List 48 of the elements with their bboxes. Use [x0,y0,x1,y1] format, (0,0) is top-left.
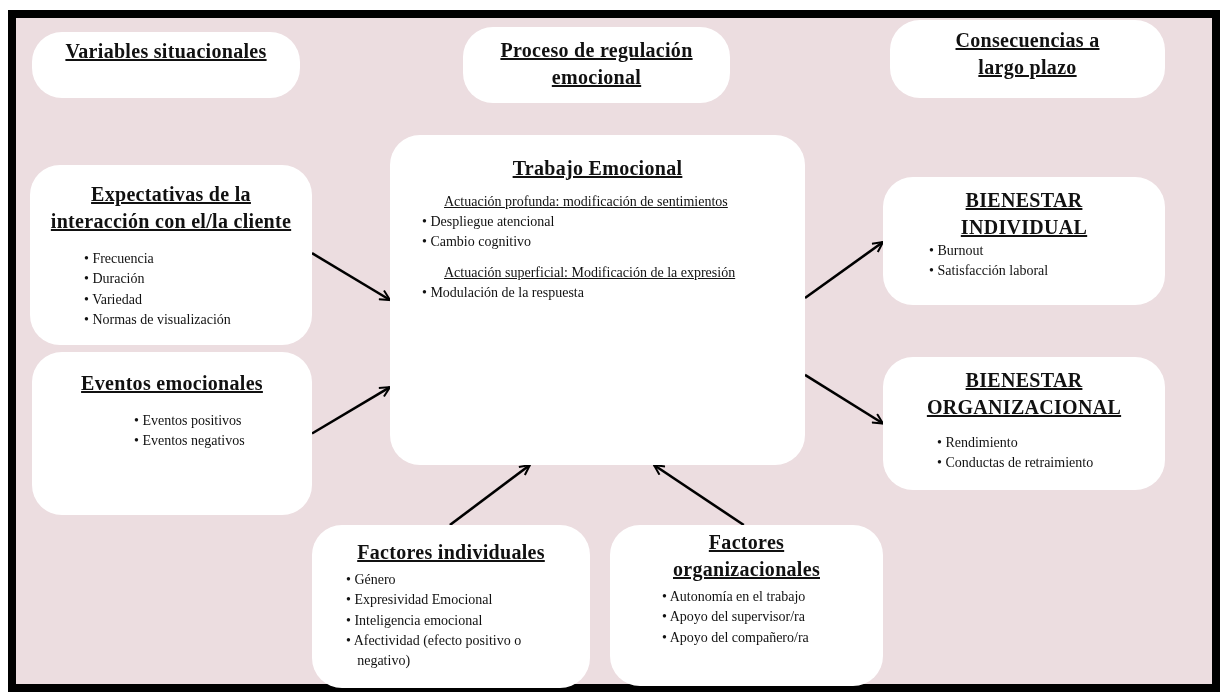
bullet-item: • Modulación de la respuesta [422,283,585,302]
rounded-box [890,20,1165,98]
bullet-item: • Género [346,571,397,589]
arrow [804,240,884,300]
rounded-box [883,357,1165,490]
arrow [311,386,391,435]
box-heading: Consecuencias a largo plazo [954,28,1101,81]
bullet-item: • Despliegue atencional [422,213,556,231]
rounded-box [312,525,590,688]
bullet-item: • Apoyo del compañero/ra [662,628,810,647]
rounded-box [30,165,312,345]
bullet-item: • Frecuencia [84,250,155,268]
box-heading: BIENESTAR ORGANIZACIONAL [925,368,1123,420]
bullet-item: • Duración [84,270,146,289]
box-heading: Factores individuales [356,540,546,565]
bullet-item: • Conductas de retraimiento [937,454,1095,473]
arrow [449,463,531,527]
rounded-box [883,177,1165,305]
bullet-item: • Normas de visualización [84,310,232,329]
rounded-box [610,525,883,686]
bullet-item: • Autonomía en el trabajo [662,588,807,606]
box-heading: Variables situacionales [64,39,268,64]
bullet-item: • Afectividad (efecto positivo o negativo) [346,631,523,671]
box-heading: Expectativas de la interacción con el/la cliente [49,182,293,234]
box-heading: Proceso de regulación emocional [499,38,694,90]
rounded-box [463,27,730,103]
bullet-item: • Apoyo del supervisor/ra [662,608,806,627]
box-heading: Eventos emocionales [80,371,264,396]
bullet-item: • Eventos negativos [134,432,246,451]
bullet-item: • Rendimiento [937,434,1019,452]
rounded-box [32,32,300,98]
subheading: Actuación profunda: modificación de sentimientos [444,194,729,210]
bullet-item: • Cambio cognitivo [422,233,533,252]
box-heading: Factores organizacionales [672,530,821,583]
bullet-item: • Satisfacción laboral [929,262,1050,281]
box-heading: BIENESTAR INDIVIDUAL [959,188,1089,240]
rounded-box [390,135,805,465]
arrow [311,252,391,302]
bullet-item: • Inteligencia emocional [346,611,484,630]
arrow [652,463,745,527]
box-heading: Trabajo Emocional [511,156,684,182]
rounded-box [32,352,312,515]
bullet-item: • Eventos positivos [134,412,243,430]
bullet-item: • Burnout [929,242,985,260]
arrow [804,373,884,425]
subheading: Actuación superficial: Modificación de la expresión [444,264,737,281]
bullet-item: • Expresividad Emocional [346,591,494,610]
bullet-item: • Variedad [84,290,143,309]
